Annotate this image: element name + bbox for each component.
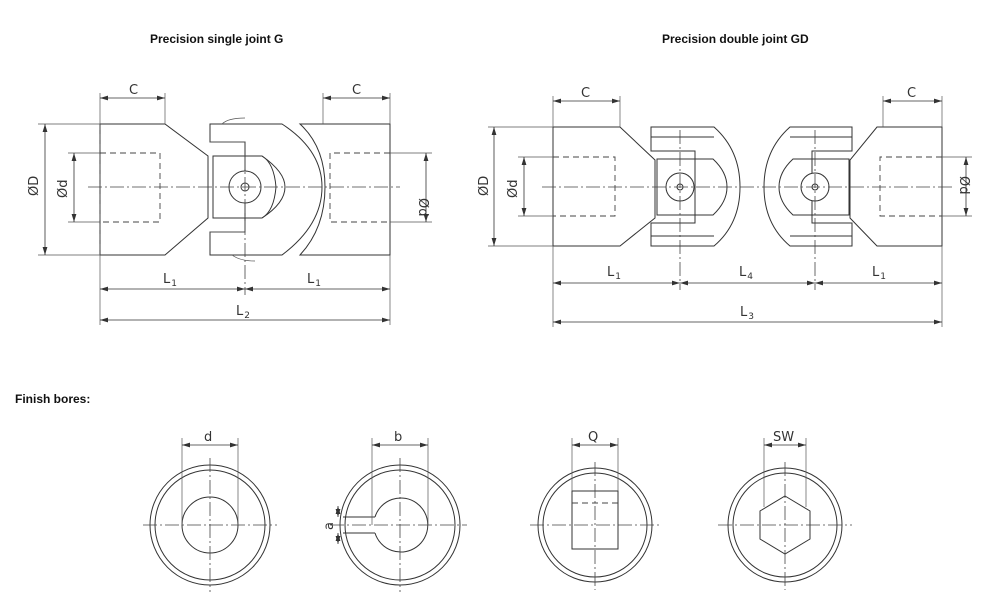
single-dim-D: ØD [27,176,42,196]
double-dim-c-right: C [907,86,916,101]
bore-q-label: Q [588,430,598,445]
double-dim-L4: L4 [739,265,753,282]
bore-d-label: d [204,430,212,445]
bore-keyway: b a [322,430,467,592]
single-left-hub [99,123,209,256]
bore-a-label: a [322,522,337,530]
double-right-hub [849,126,943,247]
bore-hex: SW [718,430,852,590]
single-dim-d-left: Ød [56,180,71,198]
bore-square: Q [530,430,660,590]
double-dim-d-left: Ød [506,180,521,198]
double-joint-title: Precision double joint GD [662,32,809,46]
double-right-yoke [763,126,853,247]
single-dim-L2: L2 [236,304,250,321]
finish-bores-title: Finish bores: [15,392,91,406]
single-joint-drawing: C C ØD Ød Ød L1 L1 L2 [27,83,432,325]
single-joint-title: Precision single joint G [150,32,284,46]
single-dim-c-right: C [352,83,361,98]
double-dim-L1-left: L1 [607,265,621,282]
double-left-hub [552,126,656,247]
bore-sw-label: SW [773,430,794,445]
double-dim-D: ØD [477,176,492,196]
double-dim-d-right: Ød [956,176,971,194]
double-dim-L1-right: L1 [872,265,886,282]
double-joint-drawing: C C ØD Ød Ød L1 L4 L1 L3 [477,86,972,327]
single-dim-L1-right: L1 [307,272,321,289]
single-right-hub [298,123,391,256]
single-dim-L1-left: L1 [163,272,177,289]
double-dim-L3: L3 [740,305,754,322]
single-fork [209,123,323,256]
bore-round: d [143,430,277,592]
double-left-yoke [650,126,741,247]
bore-b-label: b [394,430,402,445]
single-dim-d-right: Ød [415,198,430,216]
single-dim-c-left: C [129,83,138,98]
double-dim-c-left: C [581,86,590,101]
